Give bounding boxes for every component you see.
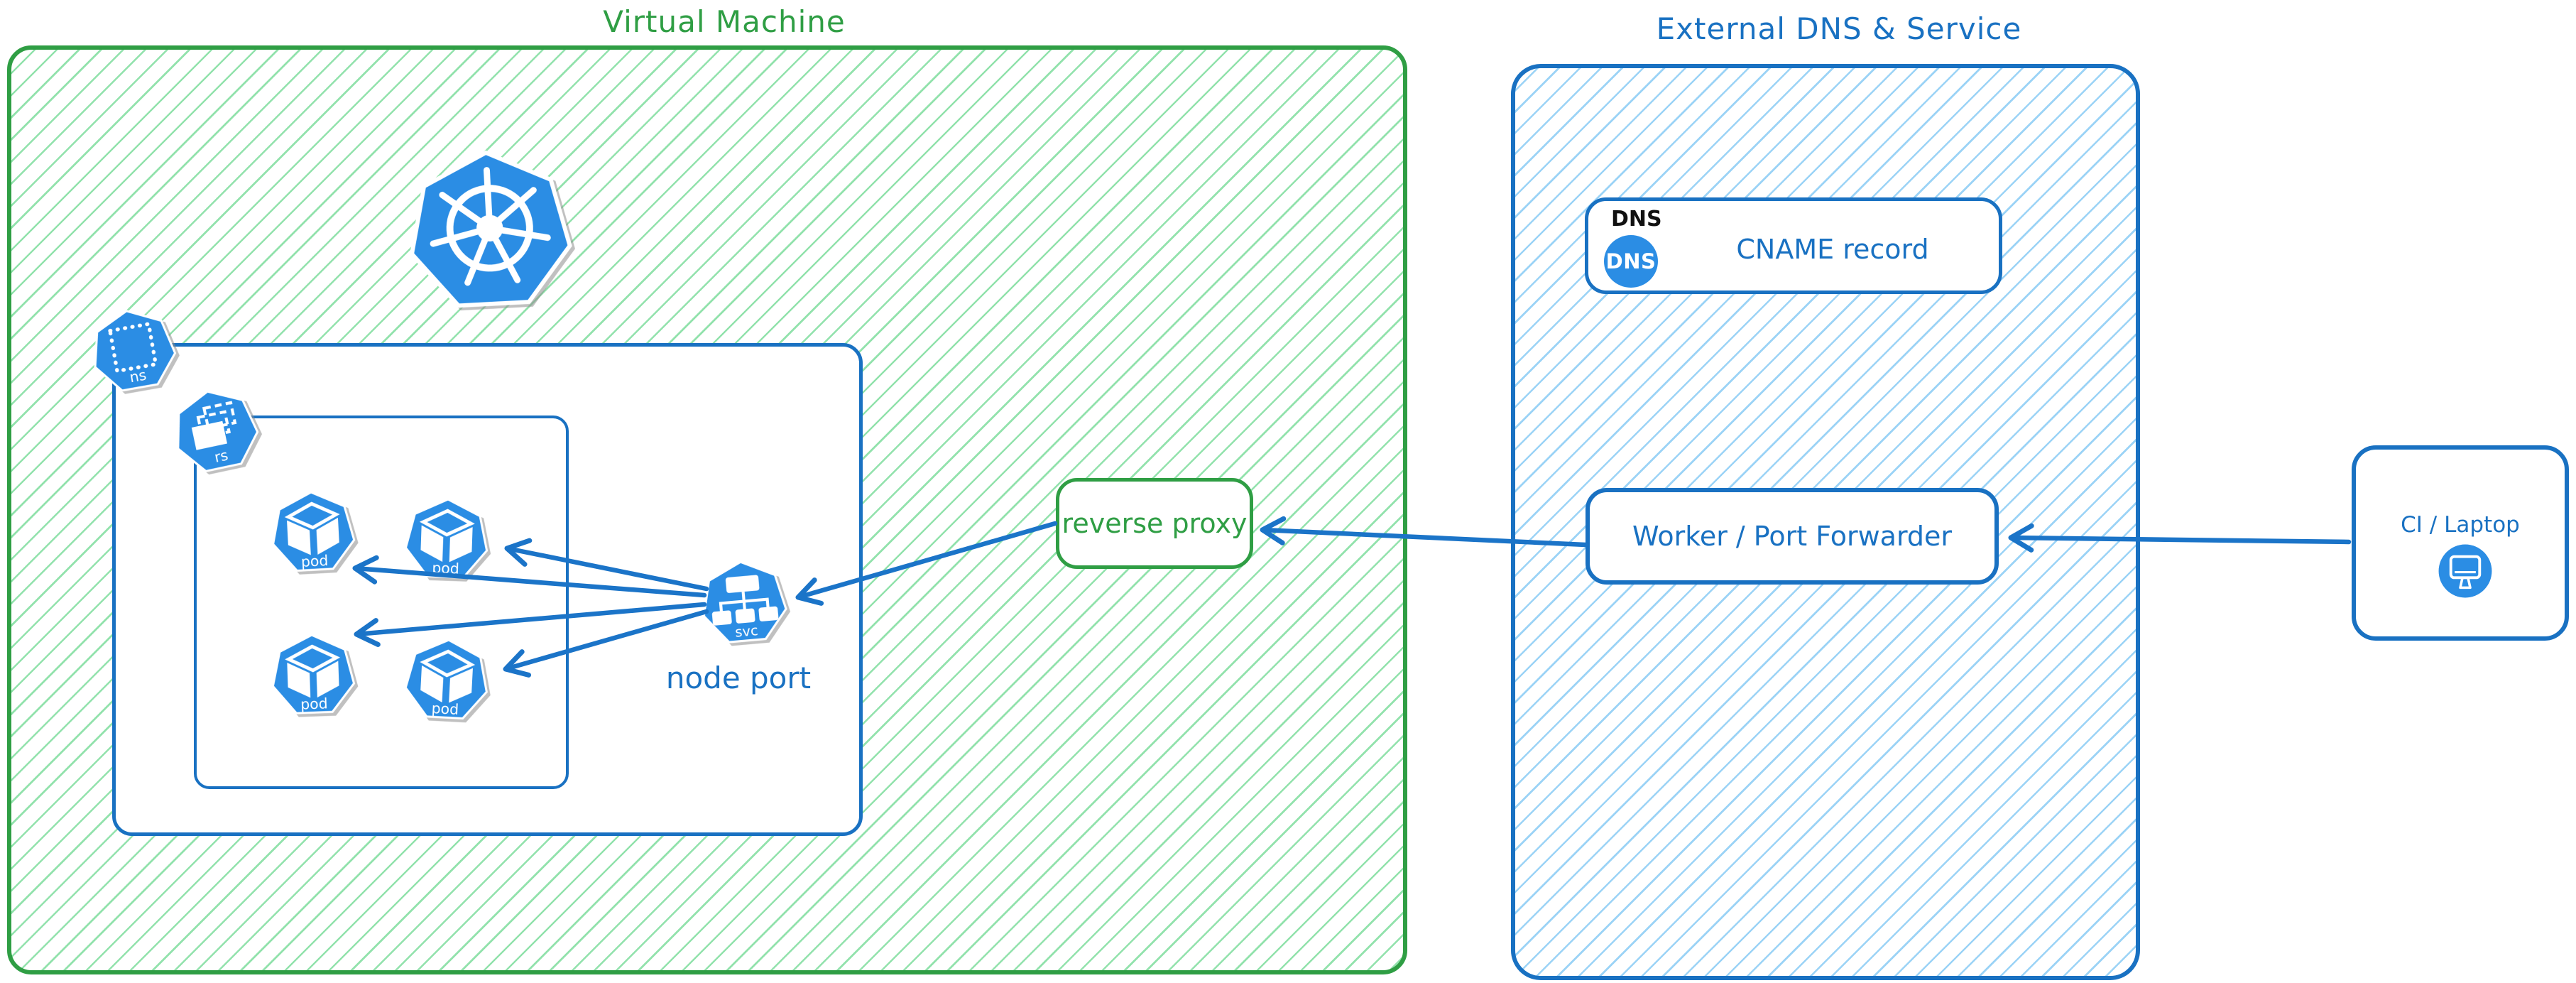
worker-port-forwarder-card: Worker / Port Forwarder [1586, 488, 1999, 585]
dns-badge-icon: DNS [1604, 235, 1658, 288]
ci-laptop-label: CI / Laptop [2401, 512, 2520, 538]
pod-icon-label: pod [300, 695, 328, 712]
namespace-icon: ns [94, 310, 177, 392]
dns-cname-card: DNS DNS CNAME record [1585, 197, 2002, 294]
pod-icon: pod [272, 491, 356, 572]
pod-icon: pod [404, 639, 488, 719]
kubernetes-logo-icon [409, 150, 572, 308]
replicaset-icon-label: rs [213, 447, 230, 466]
pod-icon: pod [271, 634, 356, 715]
pod-icon-label: pod [431, 700, 459, 718]
external-group-title: External DNS & Service [1656, 11, 2022, 46]
replicaset-icon: rs [177, 390, 259, 472]
replicaset-box [194, 416, 569, 789]
pod-icon-label: pod [300, 552, 329, 570]
worker-port-forwarder-label: Worker / Port Forwarder [1632, 521, 1953, 552]
dns-badge-label: DNS [1605, 249, 1657, 273]
service-icon-label: svc [734, 622, 758, 641]
namespace-icon-label: ns [129, 366, 148, 386]
monitor-icon [2438, 544, 2492, 598]
node-port-label: node port [665, 661, 812, 695]
reverse-proxy-box: reverse proxy [1056, 478, 1253, 569]
cname-record-label: CNAME record [1736, 234, 1929, 265]
pod-icon: pod [404, 498, 489, 579]
ci-laptop-card: CI / Laptop [2352, 445, 2569, 641]
pod-icon-label: pod [432, 559, 459, 577]
dns-tag-label: DNS [1611, 207, 1662, 232]
reverse-proxy-label: reverse proxy [1061, 508, 1248, 539]
service-icon: svc [702, 560, 787, 643]
vm-group-title: Virtual Machine [603, 4, 846, 39]
